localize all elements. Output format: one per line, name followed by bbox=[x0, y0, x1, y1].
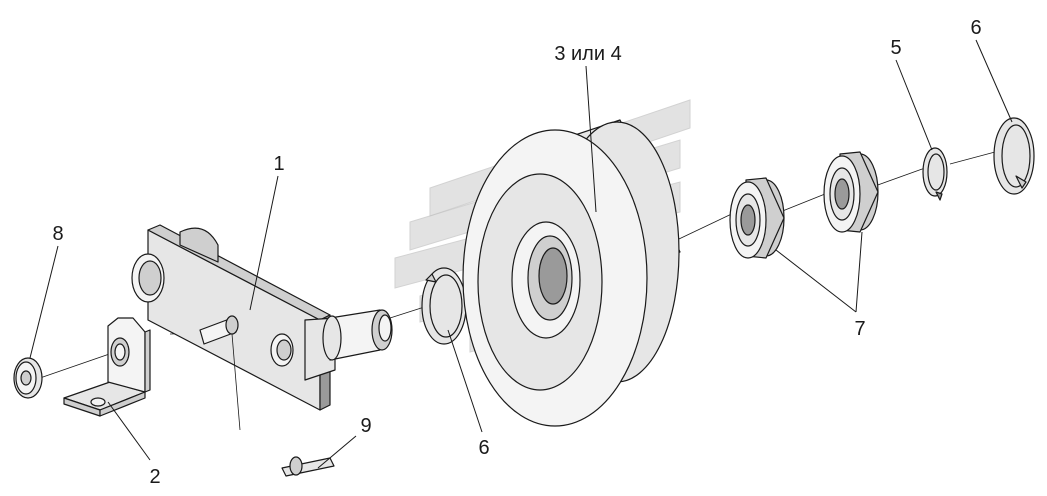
retaining-ring-left-part-6 bbox=[421, 267, 467, 345]
axle-plate-part-1 bbox=[131, 224, 393, 431]
snap-ring-part-5 bbox=[922, 147, 948, 201]
wheel-part-3-or-4 bbox=[462, 119, 681, 427]
label-part-8: 8 bbox=[52, 223, 63, 245]
part-labels: 1 2 3 или 4 5 6 6 7 8 9 bbox=[52, 17, 981, 488]
pin-part-9 bbox=[281, 456, 335, 477]
retaining-ring-right-part-6 bbox=[993, 117, 1035, 195]
bearing-right-part-7 bbox=[823, 151, 879, 233]
label-part-7: 7 bbox=[854, 318, 865, 340]
label-part-3-or-4: 3 или 4 bbox=[554, 43, 621, 65]
label-part-9: 9 bbox=[360, 415, 371, 437]
label-part-6-right: 6 bbox=[970, 17, 981, 39]
leader-lines bbox=[29, 39, 1013, 469]
bracket-part-2 bbox=[63, 317, 151, 417]
bearing-left-part-7 bbox=[729, 177, 785, 259]
label-part-5: 5 bbox=[890, 37, 901, 59]
label-part-1: 1 bbox=[273, 153, 284, 175]
label-part-2: 2 bbox=[149, 466, 160, 488]
label-part-6-left: 6 bbox=[478, 437, 489, 459]
washer-part-8 bbox=[13, 357, 43, 399]
